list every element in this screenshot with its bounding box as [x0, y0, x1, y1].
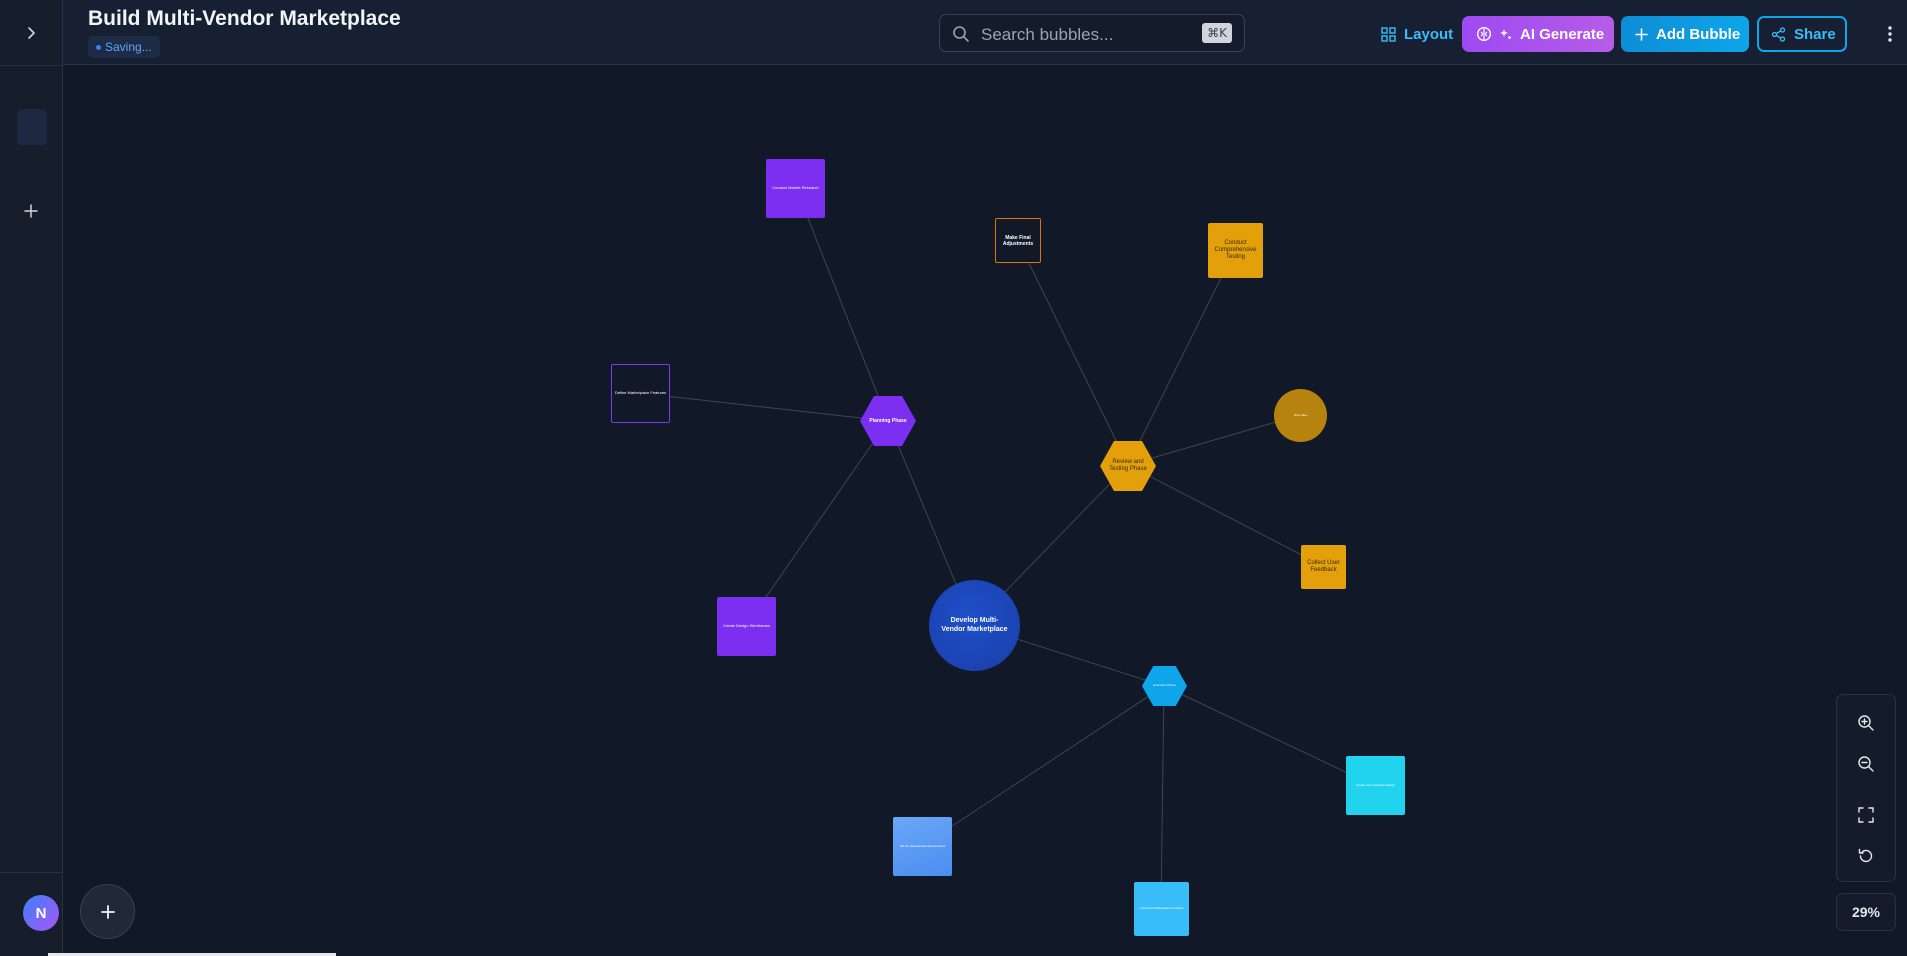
bubble-new-idea[interactable]: New Idea: [1274, 389, 1327, 442]
reset-view-button[interactable]: [1852, 842, 1880, 870]
bubble-marketplace-features[interactable]: Implement Marketplace Features: [1134, 882, 1189, 936]
bubble-wireframes[interactable]: Create Design Wireframes: [717, 597, 776, 656]
bubble-label: Develop Multi-Vendor Marketplace: [941, 617, 1008, 633]
bubble-comprehensive-testing[interactable]: Conduct Comprehensive Testing: [1208, 223, 1263, 278]
ai-generate-button[interactable]: AI Generate: [1462, 16, 1614, 52]
edge-review-feedback: [1127, 464, 1324, 567]
floating-add-button[interactable]: [80, 884, 135, 939]
more-vertical-icon: [1888, 26, 1892, 42]
bubble-label: Collect User Feedback: [1307, 559, 1340, 573]
edge-execution-interface: [1163, 685, 1374, 786]
edge-planning-research: [795, 187, 889, 422]
bubble-label: Create User Interface Design: [1356, 782, 1395, 787]
plus-icon: [24, 204, 38, 218]
edge-review-testing: [1127, 249, 1236, 466]
bubble-label: Create Design Wireframes: [722, 623, 771, 629]
layout-grid-icon: [1381, 26, 1396, 42]
bubble-review-phase[interactable]: Review and Testing Phase: [1100, 441, 1156, 491]
mindmap-canvas[interactable]: Develop Multi-Vendor Marketplace Plannin…: [63, 65, 1907, 956]
bubble-dev-environment[interactable]: Set Up Development Environment: [893, 817, 952, 876]
layout-button[interactable]: Layout: [1369, 16, 1457, 52]
search-icon: [953, 26, 969, 42]
layout-label: Layout: [1404, 25, 1454, 43]
sidebar-divider: [0, 872, 63, 873]
bubble-label: Conduct Market Research: [772, 185, 819, 191]
saving-status-text: Saving...: [105, 40, 152, 54]
edge-planning-wireframes: [745, 420, 889, 627]
user-avatar[interactable]: N: [23, 895, 59, 931]
page-title: Build Multi-Vendor Marketplace: [88, 7, 401, 30]
ai-generate-label: AI Generate: [1520, 25, 1605, 43]
zoom-in-button[interactable]: [1852, 709, 1880, 737]
zoom-in-icon: [1858, 715, 1874, 731]
sidebar: N: [0, 0, 63, 956]
zoom-out-button[interactable]: [1852, 750, 1880, 778]
bubble-label: Define Marketplace Features: [614, 390, 667, 396]
bubble-define-features[interactable]: Define Marketplace Features: [611, 364, 670, 423]
sidebar-board-item[interactable]: [17, 109, 47, 145]
saving-status-badge: Saving...: [88, 36, 160, 58]
connection-lines: [638, 187, 1374, 910]
bubble-interface-design[interactable]: Create User Interface Design: [1346, 756, 1405, 815]
sidebar-divider: [0, 65, 63, 66]
more-options-button[interactable]: [1878, 20, 1902, 48]
bubble-final-adjustments[interactable]: Make Final Adjustments: [995, 218, 1041, 263]
plus-icon: [1635, 27, 1648, 41]
bubble-root[interactable]: Develop Multi-Vendor Marketplace: [929, 580, 1020, 671]
add-board-button[interactable]: [16, 196, 46, 226]
bubble-user-feedback[interactable]: Collect User Feedback: [1301, 545, 1346, 589]
brain-icon: [1476, 26, 1492, 42]
bubble-label: Execution Phase: [1153, 683, 1176, 688]
share-button[interactable]: Share: [1757, 16, 1847, 52]
sparkles-icon: [1500, 29, 1511, 39]
edge-planning-features: [638, 392, 889, 422]
edge-execution-implement: [1160, 685, 1165, 910]
search-placeholder: Search bubbles...: [981, 25, 1114, 44]
zoom-controls: [1836, 694, 1896, 882]
fit-view-button[interactable]: [1852, 801, 1880, 829]
search-input[interactable]: Search bubbles... ⌘K: [939, 14, 1245, 52]
edge-execution-devenv: [921, 685, 1165, 847]
share-label: Share: [1794, 25, 1836, 43]
bubble-label: Review and Testing Phase: [1109, 458, 1147, 472]
reset-icon: [1858, 848, 1873, 863]
bubble-label: Implement Marketplace Features: [1139, 906, 1184, 911]
top-bar: Build Multi-Vendor Marketplace Saving...…: [63, 0, 1907, 65]
status-dot: [96, 44, 101, 50]
zoom-level-indicator: 29%: [1836, 893, 1896, 931]
bubble-label: Conduct Comprehensive Testing: [1214, 239, 1257, 261]
bubble-label: Planning Phase: [869, 418, 907, 424]
bubble-label: Make Final Adjustments: [1002, 234, 1034, 247]
bubble-label: Set Up Development Environment: [899, 843, 946, 848]
edge-review-idea: [1127, 414, 1301, 466]
fullscreen-icon: [1858, 807, 1874, 823]
bubble-label: New Idea: [1294, 412, 1307, 417]
plus-icon: [100, 904, 115, 919]
chevron-right-icon: [28, 27, 35, 39]
expand-sidebar-button[interactable]: [16, 18, 46, 48]
search-shortcut-badge: ⌘K: [1202, 23, 1232, 43]
add-bubble-label: Add Bubble: [1656, 25, 1741, 43]
share-icon: [1771, 26, 1786, 42]
horizontal-scrollbar[interactable]: [48, 953, 336, 956]
zoom-out-icon: [1858, 756, 1874, 772]
add-bubble-button[interactable]: Add Bubble: [1621, 16, 1749, 52]
bubble-execution-phase[interactable]: Execution Phase: [1142, 666, 1187, 706]
edge-review-adjustments: [1017, 240, 1129, 466]
bubble-market-research[interactable]: Conduct Market Research: [766, 159, 825, 218]
